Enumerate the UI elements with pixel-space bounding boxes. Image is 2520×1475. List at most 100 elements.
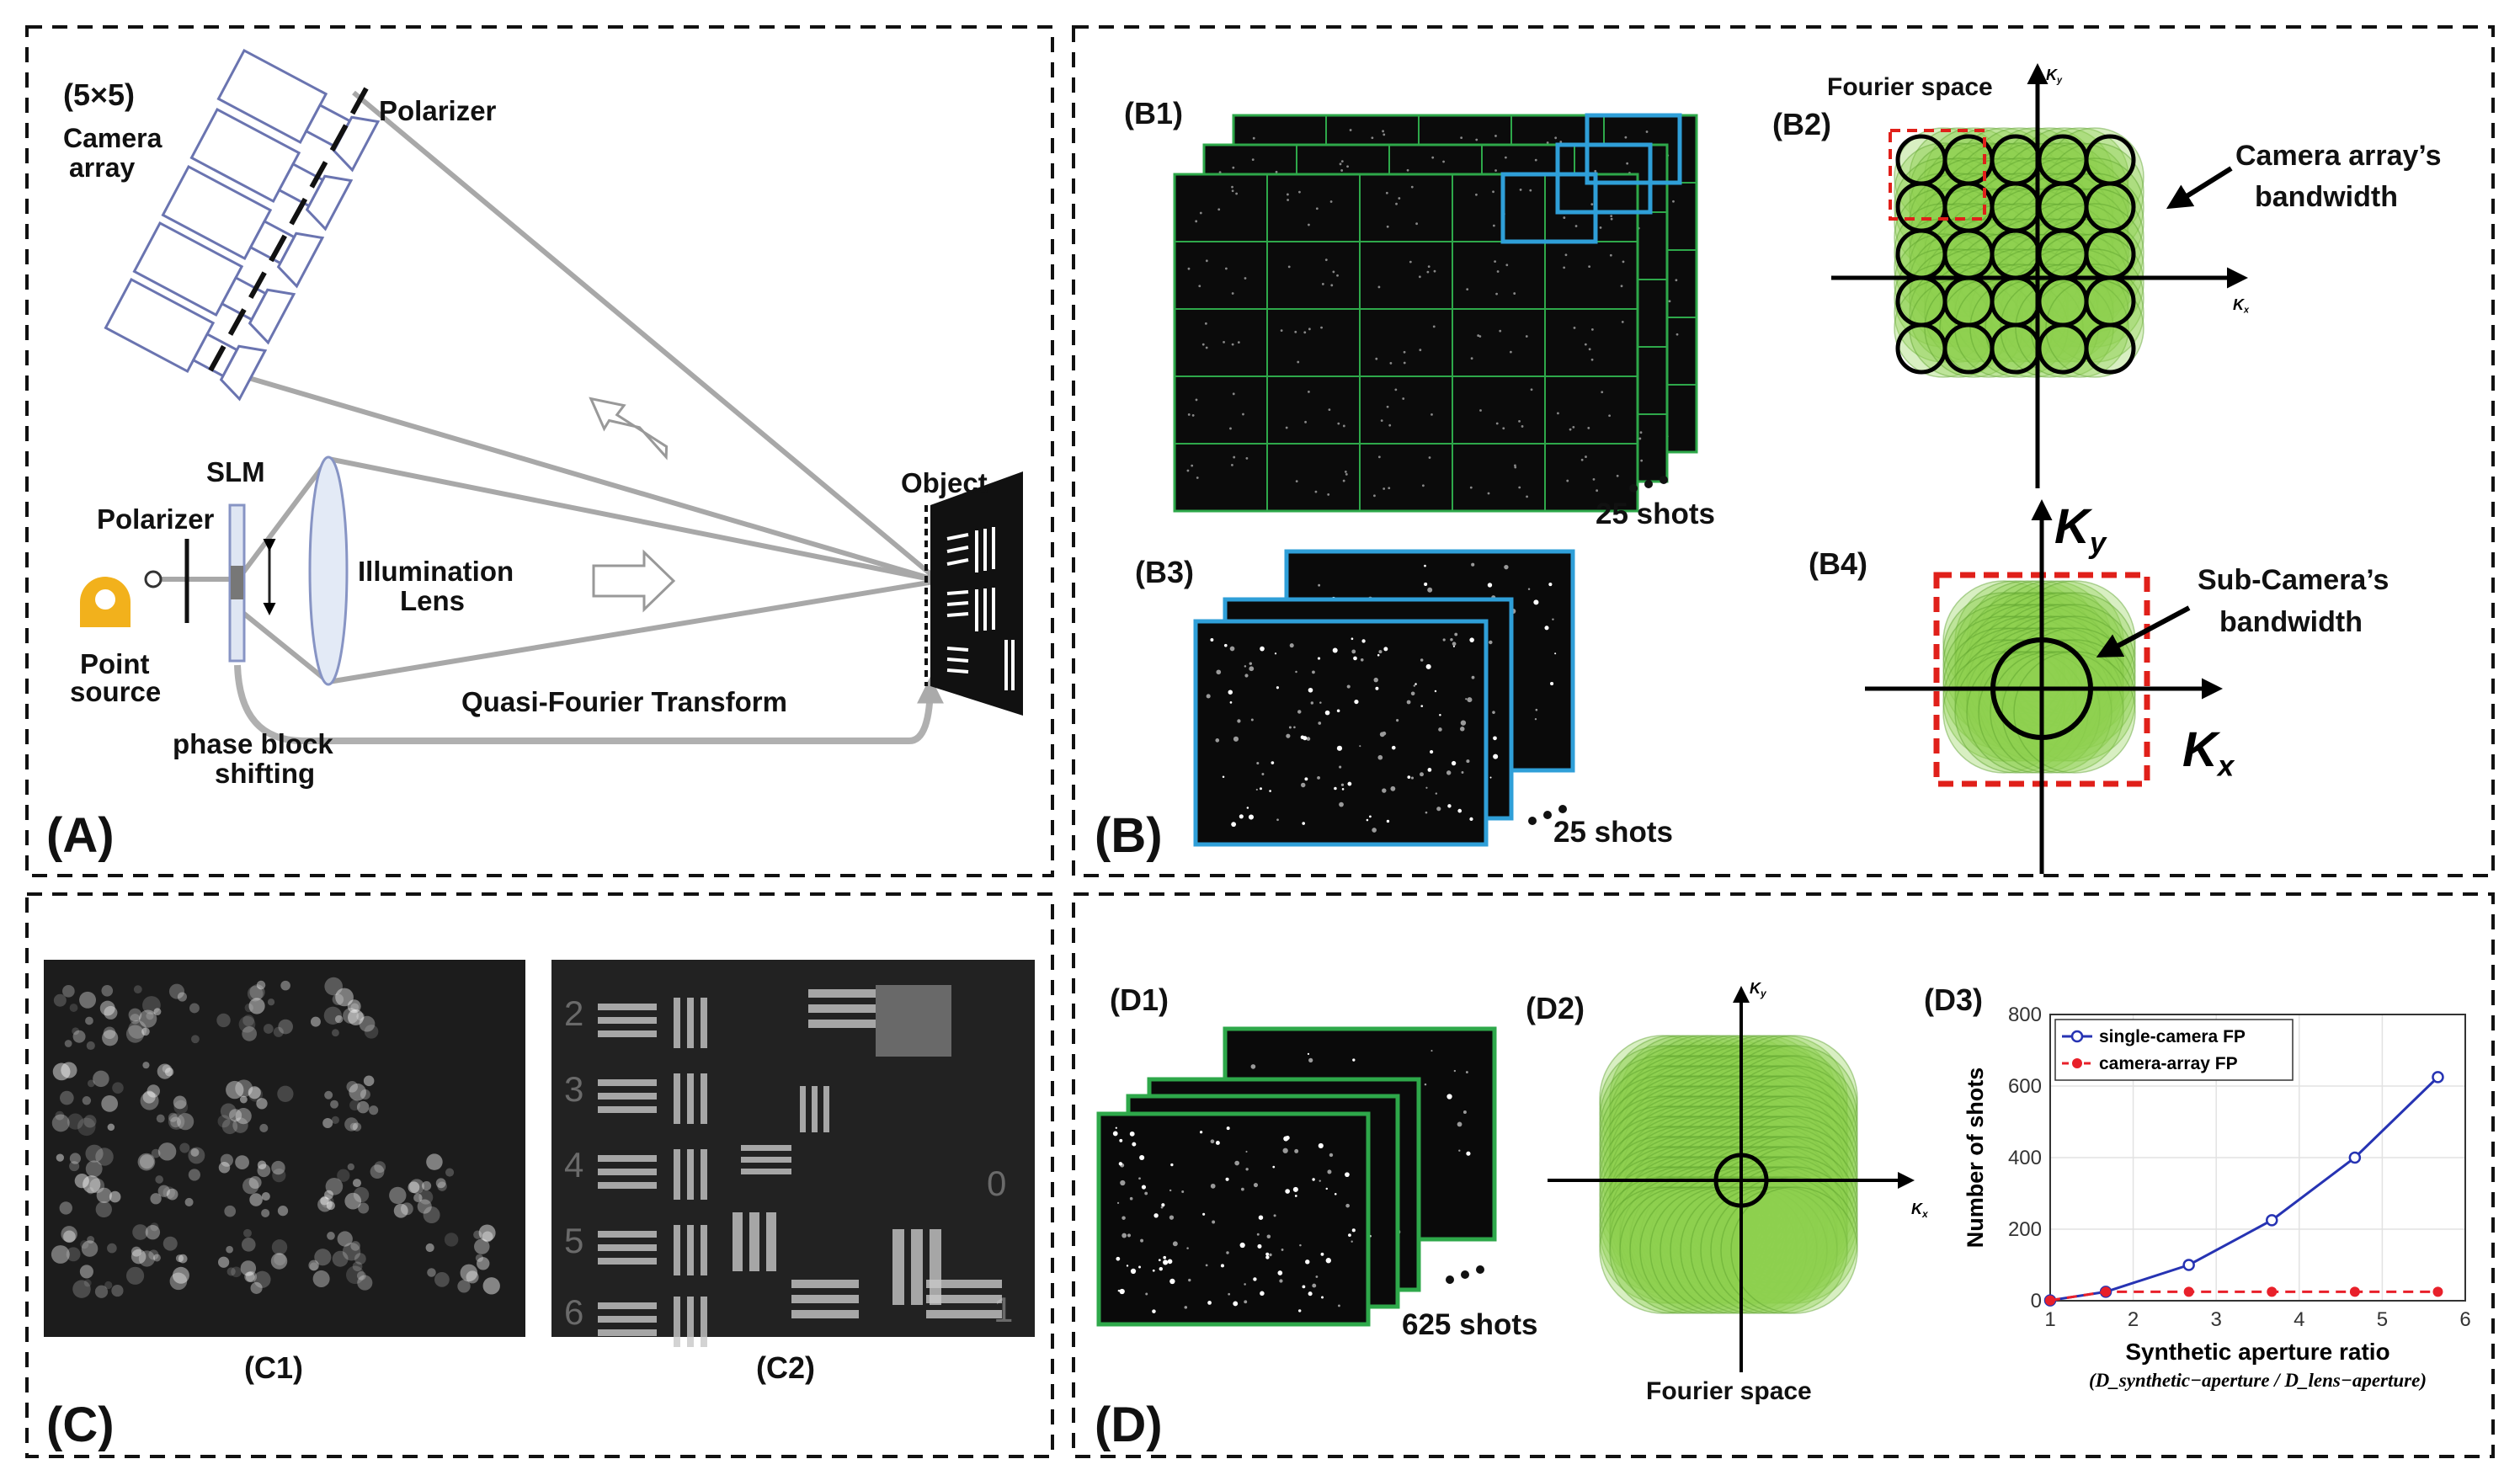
speckle: [1610, 215, 1613, 218]
b3-ellipsis: [1528, 805, 1567, 825]
c1-blob: [343, 1008, 359, 1024]
point-source-icon: [80, 570, 162, 627]
c1-blob: [150, 1193, 162, 1205]
speckle: [1215, 1141, 1220, 1145]
c2-bar: [701, 1297, 707, 1347]
speckle: [1305, 1259, 1310, 1265]
c1-blob: [324, 1090, 333, 1100]
d3-series-array-point: [2432, 1286, 2443, 1297]
speckle: [1303, 331, 1307, 334]
d2-green-circle: [1629, 1156, 1757, 1284]
c1-blob: [139, 1009, 157, 1028]
b4-pointer-arrow: [2096, 605, 2191, 658]
speckle: [1315, 207, 1319, 210]
speckle: [1559, 141, 1563, 143]
c1-blob: [60, 1090, 74, 1105]
speckle: [1314, 490, 1318, 493]
speckle: [1353, 656, 1357, 661]
c2-bar: [892, 1229, 904, 1305]
d2-green-circle: [1700, 1156, 1828, 1284]
speckle: [1415, 683, 1417, 685]
c1-blob: [173, 1100, 189, 1115]
d2-green-circle: [1700, 1075, 1828, 1203]
c1-blob: [352, 1261, 363, 1272]
c1-blob: [131, 1249, 147, 1265]
d2-green-circle: [1639, 1176, 1767, 1304]
speckle: [1424, 564, 1426, 567]
c2-bar: [598, 1155, 657, 1162]
c1-blob: [350, 1241, 360, 1251]
c1-blob: [133, 985, 142, 994]
c2-bar: [598, 1182, 657, 1189]
b1-layer-2: [1173, 173, 1639, 513]
c1-blob: [393, 1203, 408, 1218]
d2-green-circle: [1629, 1146, 1757, 1274]
c1-blob: [157, 1063, 173, 1079]
d2-green-circle: [1680, 1146, 1808, 1274]
speckle: [1334, 786, 1337, 791]
speckle: [1199, 211, 1202, 215]
c1-blob: [104, 1281, 113, 1290]
object-target-icon: [924, 471, 1023, 716]
b4-kx-sub: x: [2216, 750, 2235, 783]
speckle: [1144, 1191, 1148, 1195]
c2-bar: [808, 1004, 876, 1013]
c1-blob: [51, 1114, 70, 1132]
c1-image: [44, 960, 525, 1337]
speckle: [1382, 130, 1384, 133]
speckle: [1447, 804, 1452, 808]
speckle: [1493, 736, 1497, 741]
b1-cell: [1544, 443, 1638, 512]
speckle: [1430, 413, 1433, 416]
c1-blob: [243, 1228, 252, 1238]
d2-green-circle: [1670, 1065, 1798, 1193]
speckle: [1269, 790, 1271, 792]
speckle: [1312, 1178, 1315, 1181]
c1-blob: [322, 1117, 333, 1129]
c2-bar: [930, 1229, 941, 1305]
c2-bar: [687, 1073, 694, 1124]
d3-legend-marker-single: [2070, 1030, 2084, 1043]
speckle: [1514, 464, 1516, 467]
speckle: [1226, 1126, 1230, 1131]
d2-green-circle: [1649, 1126, 1777, 1254]
c1-blob: [248, 1087, 264, 1102]
speckle: [1622, 260, 1625, 264]
c1-blob: [460, 1264, 478, 1282]
speckle: [1334, 1192, 1337, 1195]
speckle: [1338, 1304, 1340, 1307]
d2-green-circle: [1619, 1176, 1747, 1304]
speckle: [1250, 718, 1254, 722]
speckle: [1266, 1234, 1271, 1239]
b1-selected-cell: [1555, 142, 1653, 215]
c1-blob: [332, 1250, 349, 1267]
c1-blob: [139, 1154, 154, 1169]
speckle: [1432, 325, 1436, 328]
speckle: [1462, 1110, 1467, 1114]
d2-green-circle: [1730, 1065, 1858, 1193]
speckle: [1349, 129, 1352, 131]
c1-blob: [59, 1201, 72, 1215]
speckle: [1453, 1069, 1457, 1073]
speckle: [1195, 398, 1198, 402]
d2-green-circle: [1609, 1075, 1737, 1203]
speckle: [1336, 709, 1340, 713]
d2-green-circle: [1619, 1126, 1747, 1254]
c1-blob: [152, 1254, 161, 1262]
illumination-lens-label-2: Lens: [400, 585, 465, 616]
speckle: [1191, 464, 1194, 467]
speckle: [1304, 777, 1308, 781]
d2-green-circle: [1629, 1045, 1757, 1173]
speckle: [1138, 1265, 1141, 1269]
c1-blob: [334, 1014, 344, 1024]
speckle: [1308, 1291, 1313, 1297]
c1-blob: [142, 996, 161, 1014]
d2-green-circle: [1670, 1186, 1798, 1314]
d1-image-1: [1096, 1111, 1371, 1327]
b1-shots-label: 25 shots: [1596, 498, 1715, 530]
b2-green-circle: [1909, 127, 2008, 226]
c1-blob: [347, 1163, 354, 1171]
speckle: [1514, 466, 1517, 469]
c1-blob: [178, 1254, 188, 1264]
c1-blob: [249, 984, 265, 1000]
